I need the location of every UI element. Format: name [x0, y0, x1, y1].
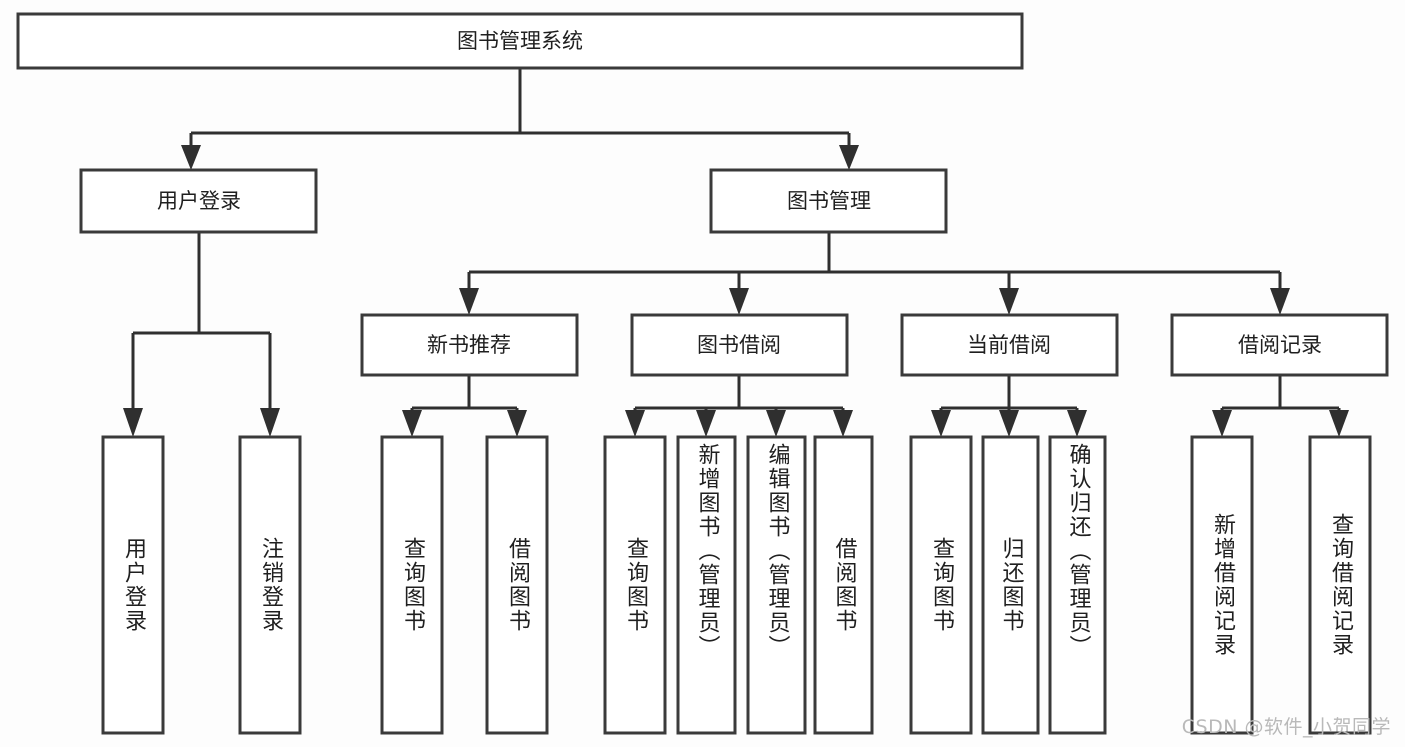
node-root-system[interactable]: 图书管理系统 [16, 12, 1024, 70]
node-book-manage-label: 图书管理 [787, 189, 871, 213]
leaf-box-return-book[interactable] [981, 435, 1040, 735]
leaf-box-query-record[interactable] [1308, 435, 1372, 735]
connector-bookborrow-to-leaves [625, 375, 853, 437]
node-root-system-label: 图书管理系统 [457, 29, 583, 53]
node-book-manage[interactable]: 图书管理 [709, 168, 948, 234]
connector-bookmanage-to-level3 [459, 232, 1290, 315]
leaf-box-query-book-3[interactable] [909, 435, 973, 735]
leaf-box-add-record[interactable] [1190, 435, 1254, 735]
leaf-box-query-book-2[interactable] [603, 435, 667, 735]
node-current-borrow[interactable]: 当前借阅 [900, 313, 1119, 377]
node-new-book-recommend[interactable]: 新书推荐 [360, 313, 579, 377]
leaf-box-user-login[interactable] [101, 435, 165, 735]
leaf-box-logout-login[interactable] [238, 435, 302, 735]
node-book-borrow[interactable]: 图书借阅 [630, 313, 849, 377]
connector-currentborrow-to-leaves [931, 375, 1087, 437]
connector-newbook-to-leaves [402, 375, 527, 437]
node-current-borrow-label: 当前借阅 [967, 333, 1051, 357]
node-borrow-record-label: 借阅记录 [1238, 333, 1322, 357]
connector-borrowrecord-to-leaves [1212, 375, 1349, 437]
leaf-box-edit-book[interactable] [746, 435, 807, 735]
node-new-book-recommend-label: 新书推荐 [427, 333, 511, 357]
leaf-box-confirm-return[interactable] [1048, 435, 1107, 735]
watermark-text: CSDN @软件_小贺同学 [1181, 716, 1391, 738]
node-user-login-label: 用户登录 [157, 189, 241, 213]
leaf-box-borrow-book-1[interactable] [485, 435, 549, 735]
leaf-box-add-book[interactable] [676, 435, 737, 735]
connector-root-to-level2 [181, 68, 859, 170]
leaf-box-borrow-book-2[interactable] [813, 435, 874, 735]
node-book-borrow-label: 图书借阅 [697, 333, 781, 357]
node-user-login[interactable]: 用户登录 [79, 168, 318, 234]
leaf-box-query-book-1[interactable] [380, 435, 444, 735]
node-borrow-record[interactable]: 借阅记录 [1170, 313, 1389, 377]
connector-userlogin-to-leaves [123, 232, 280, 437]
